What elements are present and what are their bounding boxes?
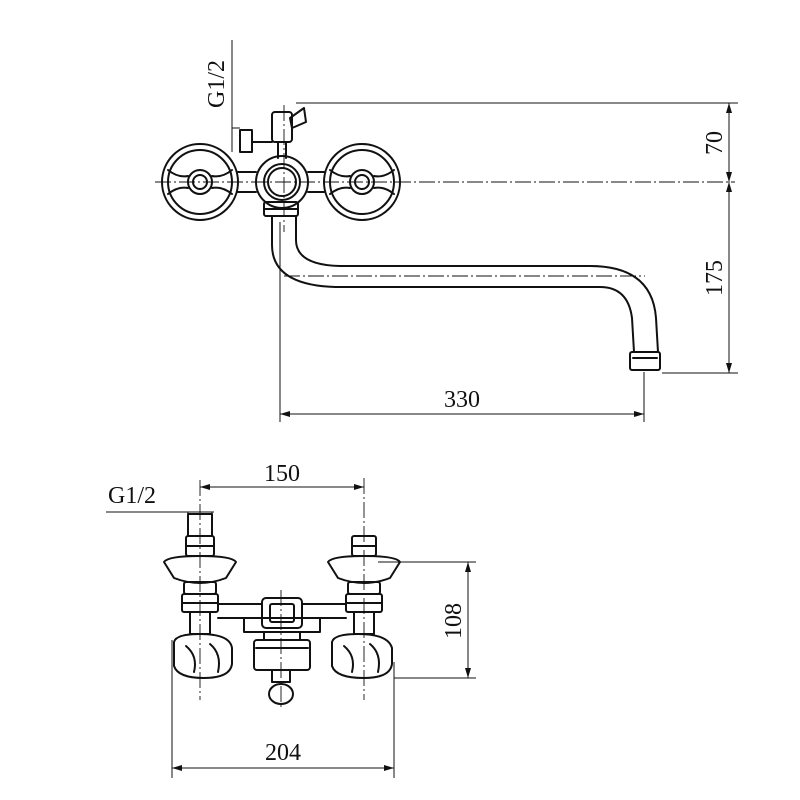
dimension-175-label: 175	[702, 260, 728, 296]
front-mixer-body	[217, 597, 347, 633]
dimension-175: 175	[702, 182, 732, 373]
dimension-150-label: 150	[264, 461, 300, 487]
thread-label-top: G1/2	[204, 60, 230, 108]
spout-base-front	[253, 631, 311, 705]
front-view: 150 108 204 G1/2	[106, 461, 476, 778]
left-handle-front	[173, 611, 233, 679]
swivel-spout	[271, 215, 661, 371]
dimension-150: 150	[200, 461, 364, 490]
dimension-330: 330	[280, 387, 644, 417]
right-handle-front	[331, 611, 393, 679]
top-view: 70 175 330 G1/2	[155, 40, 738, 422]
dimension-204-label: 204	[265, 740, 301, 766]
thread-callout-front: G1/2	[106, 483, 214, 518]
dimension-204: 204	[172, 740, 394, 771]
thread-callout-top: G1/2	[204, 40, 240, 152]
dimension-108-label: 108	[441, 603, 467, 639]
thread-label-front: G1/2	[108, 483, 156, 509]
dimension-330-label: 330	[444, 387, 480, 413]
dimension-70-label: 70	[702, 131, 728, 155]
diverter-lever	[239, 107, 307, 159]
central-body	[255, 155, 309, 217]
dimension-70: 70	[702, 103, 732, 182]
mixer-body-bar	[237, 171, 325, 193]
dimension-108: 108	[441, 562, 471, 678]
